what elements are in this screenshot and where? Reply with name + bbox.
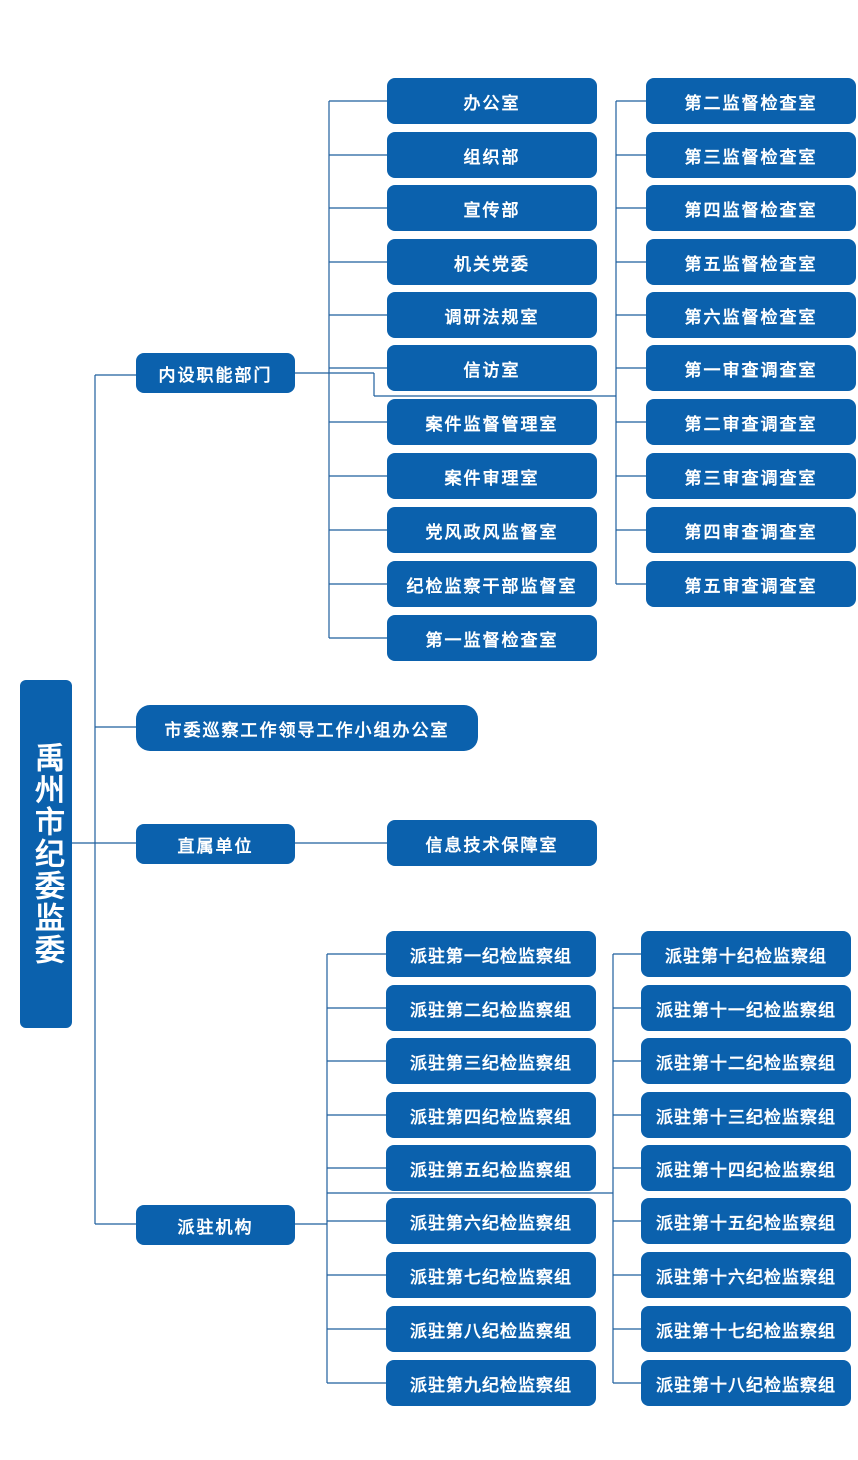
stationed-col2-box: 派驻第十七纪检监察组 bbox=[641, 1306, 851, 1352]
root-node: 禹州市纪委监委 bbox=[20, 680, 72, 1028]
internal-col2-box: 第五审查调查室 bbox=[646, 561, 856, 607]
stationed-col1-box: 派驻第四纪检监察组 bbox=[386, 1092, 596, 1138]
internal-col2-box: 第四审查调查室 bbox=[646, 507, 856, 553]
internal-col1-box: 办公室 bbox=[387, 78, 597, 124]
branch-direct-units: 直属单位 bbox=[136, 824, 295, 864]
stationed-col1-box: 派驻第五纪检监察组 bbox=[386, 1145, 596, 1191]
stationed-col2-box: 派驻第十一纪检监察组 bbox=[641, 985, 851, 1031]
stationed-col2-box: 派驻第十二纪检监察组 bbox=[641, 1038, 851, 1084]
internal-col2-box: 第三审查调查室 bbox=[646, 453, 856, 499]
stationed-col1-box: 派驻第七纪检监察组 bbox=[386, 1252, 596, 1298]
internal-col1-box: 机关党委 bbox=[387, 239, 597, 285]
internal-col2-box: 第一审查调查室 bbox=[646, 345, 856, 391]
stationed-col2-box: 派驻第十八纪检监察组 bbox=[641, 1360, 851, 1406]
internal-col1-box: 信访室 bbox=[387, 345, 597, 391]
stationed-col2-box: 派驻第十五纪检监察组 bbox=[641, 1198, 851, 1244]
branch-internal-departments: 内设职能部门 bbox=[136, 353, 295, 393]
branch-inspection-office: 市委巡察工作领导工作小组办公室 bbox=[136, 705, 478, 751]
internal-col1-box: 纪检监察干部监督室 bbox=[387, 561, 597, 607]
internal-col1-box: 党风政风监督室 bbox=[387, 507, 597, 553]
stationed-col2-box: 派驻第十四纪检监察组 bbox=[641, 1145, 851, 1191]
internal-col1-box: 第一监督检查室 bbox=[387, 615, 597, 661]
internal-col2-box: 第二监督检查室 bbox=[646, 78, 856, 124]
internal-col1-box: 调研法规室 bbox=[387, 292, 597, 338]
internal-col2-box: 第六监督检查室 bbox=[646, 292, 856, 338]
internal-col2-box: 第四监督检查室 bbox=[646, 185, 856, 231]
stationed-col1-box: 派驻第六纪检监察组 bbox=[386, 1198, 596, 1244]
stationed-col2-box: 派驻第十三纪检监察组 bbox=[641, 1092, 851, 1138]
stationed-col2-box: 派驻第十纪检监察组 bbox=[641, 931, 851, 977]
internal-col1-box: 案件审理室 bbox=[387, 453, 597, 499]
internal-col1-box: 案件监督管理室 bbox=[387, 399, 597, 445]
stationed-col2-box: 派驻第十六纪检监察组 bbox=[641, 1252, 851, 1298]
internal-col2-box: 第五监督检查室 bbox=[646, 239, 856, 285]
direct-units-children-box: 信息技术保障室 bbox=[387, 820, 597, 866]
stationed-col1-box: 派驻第一纪检监察组 bbox=[386, 931, 596, 977]
branch-stationed-agencies: 派驻机构 bbox=[136, 1205, 295, 1245]
stationed-col1-box: 派驻第二纪检监察组 bbox=[386, 985, 596, 1031]
stationed-col1-box: 派驻第九纪检监察组 bbox=[386, 1360, 596, 1406]
stationed-col1-box: 派驻第八纪检监察组 bbox=[386, 1306, 596, 1352]
internal-col1-box: 组织部 bbox=[387, 132, 597, 178]
internal-col2-box: 第三监督检查室 bbox=[646, 132, 856, 178]
internal-col1-box: 宣传部 bbox=[387, 185, 597, 231]
internal-col2-box: 第二审查调查室 bbox=[646, 399, 856, 445]
stationed-col1-box: 派驻第三纪检监察组 bbox=[386, 1038, 596, 1084]
